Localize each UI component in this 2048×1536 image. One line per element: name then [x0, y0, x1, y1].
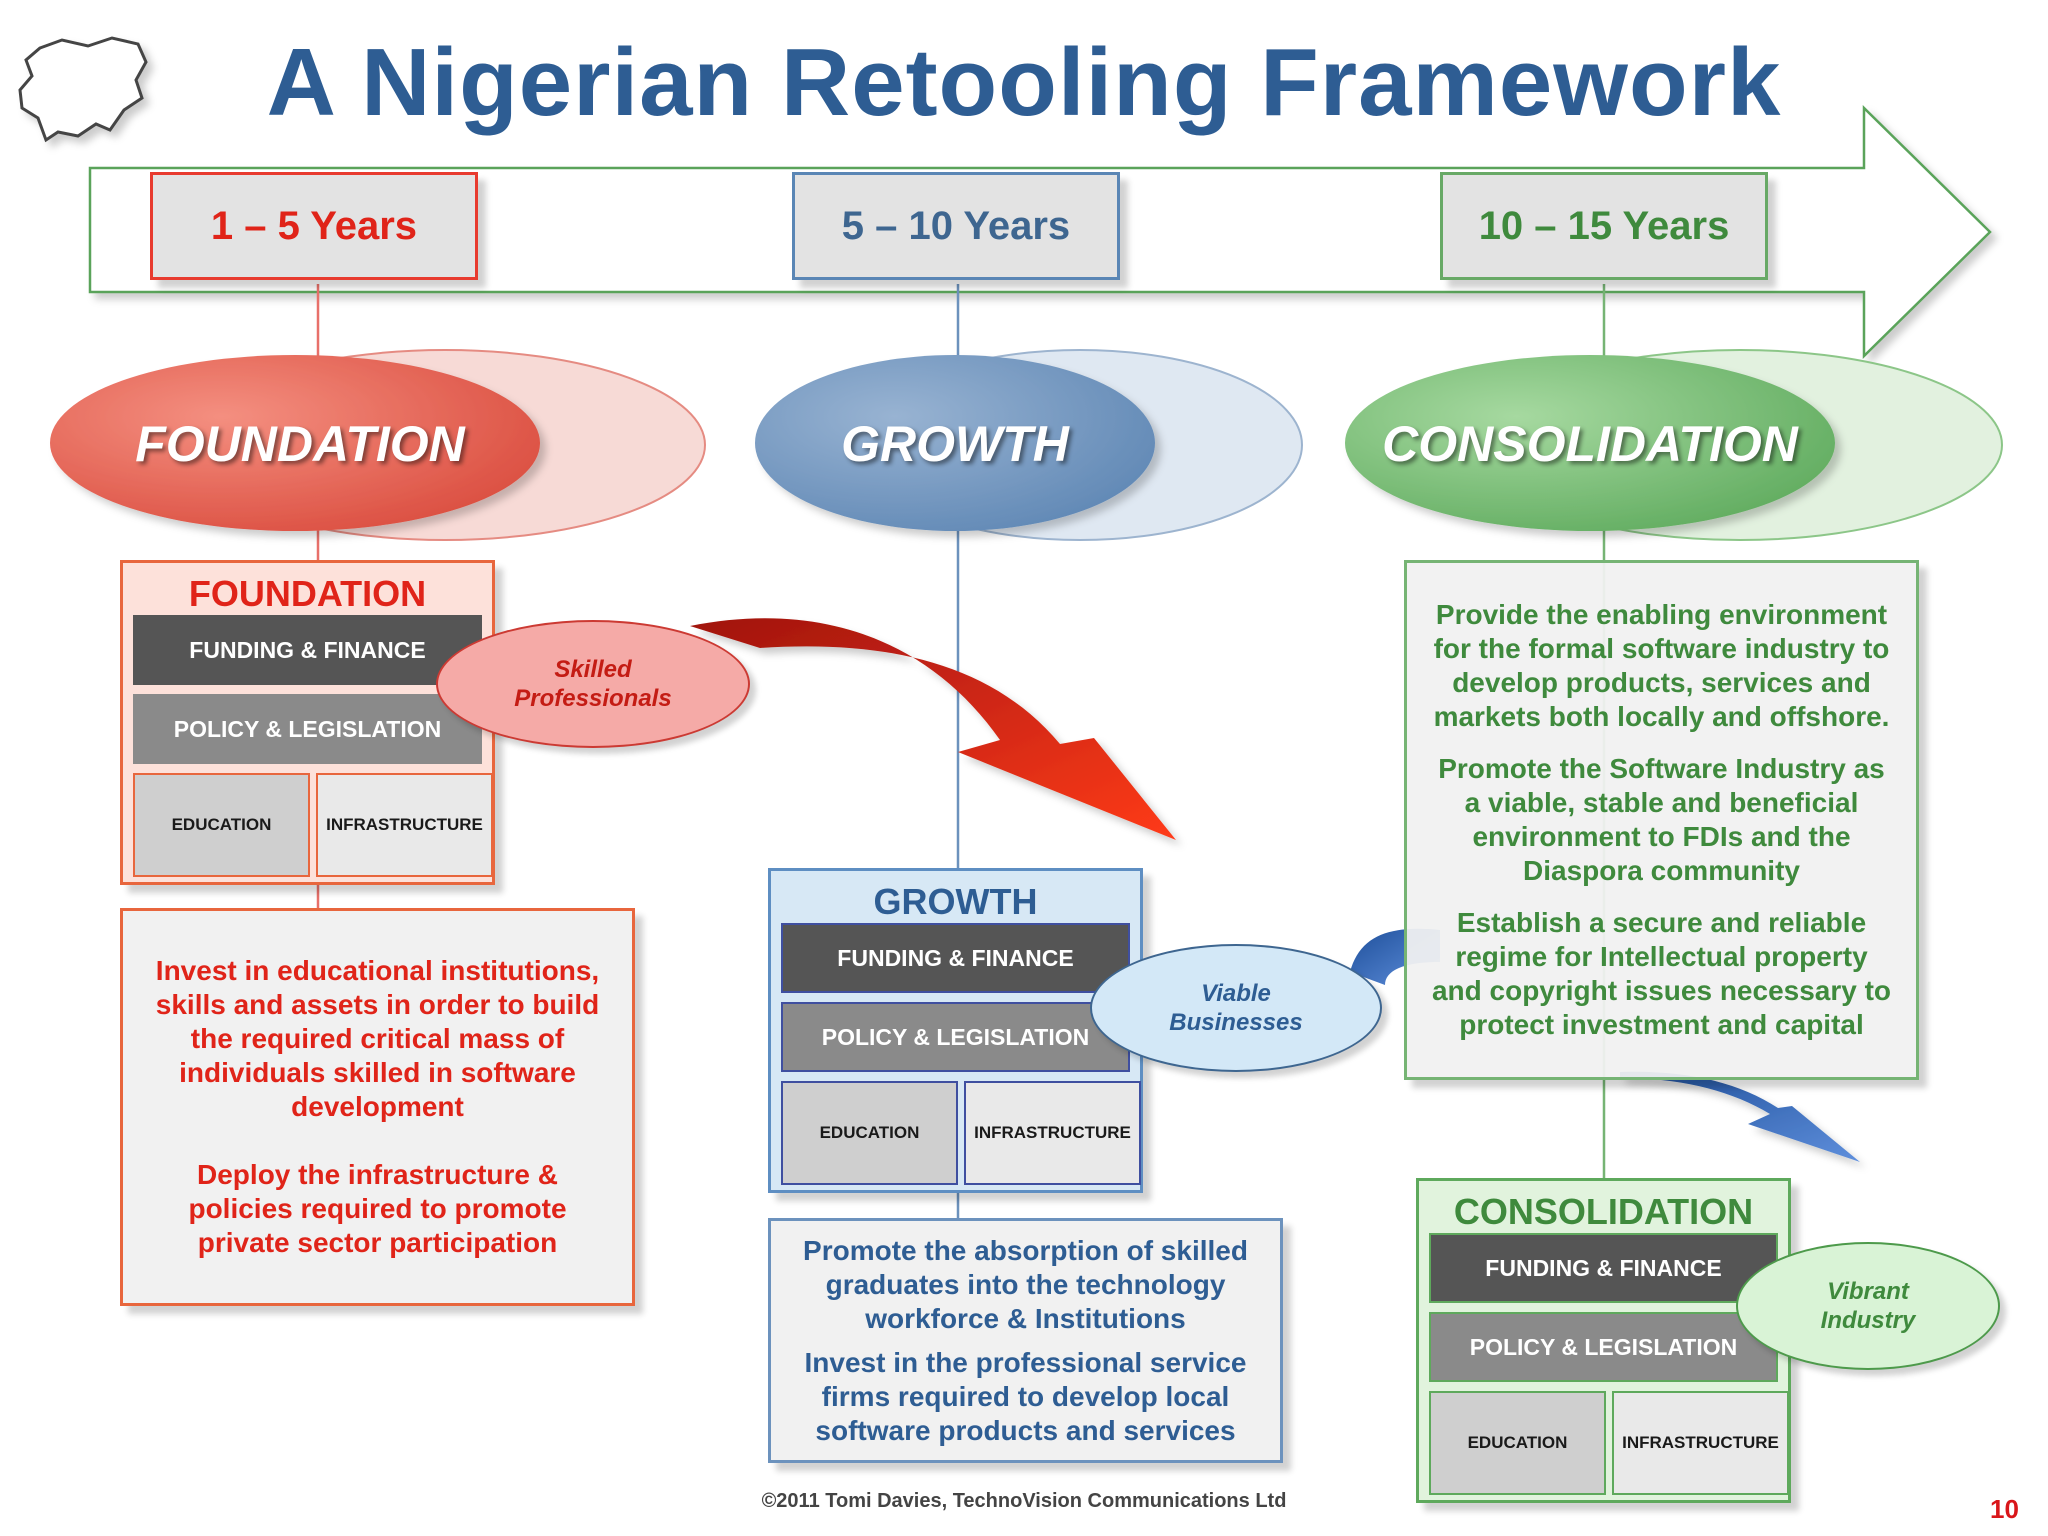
- page-title: A Nigerian Retooling Framework: [266, 29, 1782, 136]
- consolidation-education-cell: EDUCATION: [1429, 1391, 1606, 1495]
- viable-bubble-line-2: Businesses: [1169, 1009, 1303, 1036]
- period-10-15-years: 10 – 15 Years: [1440, 172, 1768, 280]
- foundation-pillar-title: FOUNDATION: [188, 573, 427, 614]
- growth-infrastructure-cell: INFRASTRUCTURE: [964, 1081, 1141, 1185]
- phase-growth-label: GROWTH: [841, 416, 1069, 472]
- foundation-policy-bar: POLICY & LEGISLATION: [133, 694, 482, 764]
- growth-description-1: Promote the absorption of skilled gradua…: [803, 1234, 1248, 1334]
- growth-description-2: Invest in the professional service firms…: [804, 1346, 1247, 1446]
- copyright-footer: ©2011 Tomi Davies, TechnoVision Communic…: [761, 1490, 1287, 1512]
- growth-description: Promote the absorption of skilled gradua…: [768, 1218, 1283, 1463]
- skilled-bubble-line-2: Professionals: [514, 685, 672, 712]
- phase-foundation-label: FOUNDATION: [135, 416, 465, 472]
- growth-pillar-title: GROWTH: [873, 881, 1038, 922]
- page-number: 10: [1990, 1494, 2019, 1524]
- period-5-10-years: 5 – 10 Years: [792, 172, 1120, 280]
- skilled-bubble-line-1: Skilled: [554, 656, 632, 683]
- growth-pillar: GROWTH FUNDING & FINANCE POLICY & LEGISL…: [768, 868, 1143, 1193]
- consolidation-description: Provide the enabling environment for the…: [1404, 560, 1919, 1080]
- foundation-pillar: FOUNDATION FUNDING & FINANCE POLICY & LE…: [120, 560, 495, 885]
- nigeria-map-outline-icon: [18, 36, 148, 143]
- consolidation-funding-bar: FUNDING & FINANCE: [1429, 1233, 1778, 1303]
- growth-funding-bar: FUNDING & FINANCE: [781, 923, 1130, 993]
- consolidation-description-1: Provide the enabling environment for the…: [1433, 599, 1890, 732]
- consolidation-infrastructure-cell: INFRASTRUCTURE: [1612, 1391, 1789, 1495]
- consolidation-pillar-title: CONSOLIDATION: [1453, 1191, 1754, 1232]
- foundation-infrastructure-cell: INFRASTRUCTURE: [316, 773, 493, 877]
- foundation-description-1: Invest in educational institutions, skil…: [155, 955, 600, 1122]
- foundation-ellipse: [50, 355, 540, 531]
- consolidation-description-2: Promote the Software Industry as a viabl…: [1438, 753, 1885, 886]
- foundation-funding-bar: FUNDING & FINANCE: [133, 615, 482, 685]
- foundation-description-2: Deploy the infrastructure & policies req…: [188, 1159, 567, 1258]
- growth-policy-bar: POLICY & LEGISLATION: [781, 1002, 1130, 1072]
- consolidation-pillar: CONSOLIDATION FUNDING & FINANCE POLICY &…: [1416, 1178, 1791, 1503]
- period-1-5-years: 1 – 5 Years: [150, 172, 478, 280]
- viable-bubble-line-1: Viable: [1201, 980, 1271, 1007]
- consolidation-ellipse: [1345, 355, 1835, 531]
- consolidation-policy-bar: POLICY & LEGISLATION: [1429, 1312, 1778, 1382]
- consolidation-description-3: Establish a secure and reliable regime f…: [1431, 907, 1892, 1040]
- foundation-education-cell: EDUCATION: [133, 773, 310, 877]
- growth-ellipse: [755, 355, 1155, 531]
- phase-consolidation-label: CONSOLIDATION: [1382, 416, 1798, 472]
- foundation-description: Invest in educational institutions, skil…: [120, 908, 635, 1306]
- vibrant-bubble-line-2: Industry: [1820, 1307, 1916, 1334]
- growth-education-cell: EDUCATION: [781, 1081, 958, 1185]
- vibrant-bubble-line-1: Vibrant: [1827, 1278, 1909, 1305]
- red-transition-arrow: [690, 618, 1176, 840]
